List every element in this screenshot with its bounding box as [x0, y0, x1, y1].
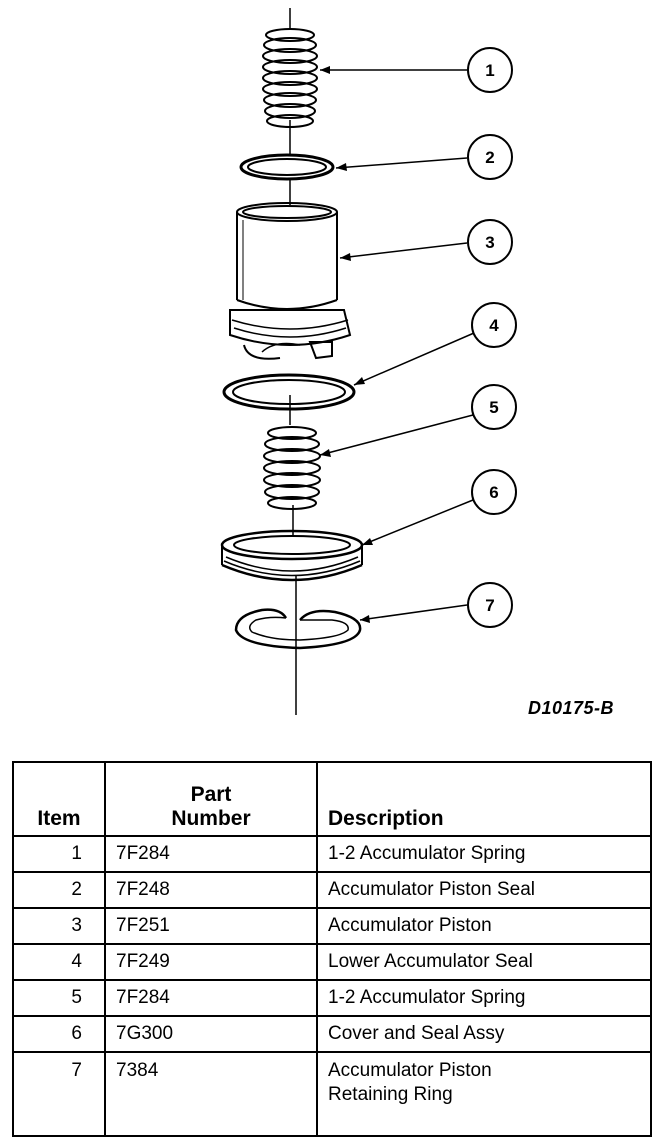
callout-number: 3 — [485, 233, 494, 252]
cell-part-number: 7F248 — [104, 871, 318, 909]
lower-seal-icon — [222, 373, 356, 411]
callout-circle — [467, 219, 513, 265]
callout-number: 1 — [485, 61, 494, 80]
cell-part-number: 7F284 — [104, 979, 318, 1017]
callout-circle — [471, 302, 517, 348]
callout-number: 5 — [489, 398, 498, 417]
cell-item: 7 — [12, 1051, 106, 1137]
cell-item: 5 — [12, 979, 106, 1017]
cell-item: 4 — [12, 943, 106, 981]
header-part-number: Part Number — [104, 761, 318, 837]
cell-item: 1 — [12, 835, 106, 873]
cell-description: Accumulator Piston Seal — [316, 871, 652, 909]
figure-code: D10175-B — [528, 698, 615, 718]
callout-circle — [467, 47, 513, 93]
accumulator-spring-icon — [263, 426, 321, 510]
table-row: 6 7G300 Cover and Seal Assy — [12, 1015, 652, 1053]
callout-circle — [471, 469, 517, 515]
table-row: 4 7F249 Lower Accumulator Seal — [12, 943, 652, 981]
parts-table: Item Part Number Description 1 7F284 1-2… — [12, 761, 652, 1137]
table-row: 2 7F248 Accumulator Piston Seal — [12, 871, 652, 909]
header-part-line2: Number — [171, 807, 251, 830]
cell-description-line: Retaining Ring — [328, 1084, 453, 1105]
cell-item: 3 — [12, 907, 106, 945]
cell-part-number: 7384 — [104, 1051, 318, 1137]
accumulator-piston-icon — [229, 202, 352, 360]
table-row: 5 7F284 1-2 Accumulator Spring — [12, 979, 652, 1017]
callout-number: 7 — [485, 596, 494, 615]
cell-part-number: 7G300 — [104, 1015, 318, 1053]
header-part-line1: Part — [190, 783, 232, 806]
cell-description-line: Accumulator Piston — [328, 1060, 492, 1081]
callout-number: 2 — [485, 148, 494, 167]
table-row: 3 7F251 Accumulator Piston — [12, 907, 652, 945]
table-row: 1 7F284 1-2 Accumulator Spring — [12, 835, 652, 873]
cell-description: Accumulator Piston Retaining Ring — [316, 1051, 652, 1137]
callout-number: 4 — [489, 316, 499, 335]
cell-item: 6 — [12, 1015, 106, 1053]
callout-number: 6 — [489, 483, 498, 502]
callout-circle — [467, 582, 513, 628]
cell-part-number: 7F249 — [104, 943, 318, 981]
cell-description: Accumulator Piston — [316, 907, 652, 945]
cell-description: Lower Accumulator Seal — [316, 943, 652, 981]
cell-description: Cover and Seal Assy — [316, 1015, 652, 1053]
piston-seal-icon — [239, 153, 335, 181]
cell-part-number: 7F284 — [104, 835, 318, 873]
header-item: Item — [12, 761, 106, 837]
header-description: Description — [316, 761, 652, 837]
callout-circle — [467, 134, 513, 180]
cell-part-number: 7F251 — [104, 907, 318, 945]
accumulator-spring-icon — [262, 28, 318, 128]
callout-circle — [471, 384, 517, 430]
table-header-row: Item Part Number Description — [12, 761, 652, 837]
cover-seal-icon — [220, 529, 364, 582]
cell-description: 1-2 Accumulator Spring — [316, 835, 652, 873]
table-row: 7 7384 Accumulator Piston Retaining Ring — [12, 1051, 652, 1137]
cell-item: 2 — [12, 871, 106, 909]
retaining-ring-icon — [234, 608, 362, 650]
cell-description: 1-2 Accumulator Spring — [316, 979, 652, 1017]
exploded-view-diagram: 1 2 3 4 5 6 7 — [220, 8, 517, 715]
